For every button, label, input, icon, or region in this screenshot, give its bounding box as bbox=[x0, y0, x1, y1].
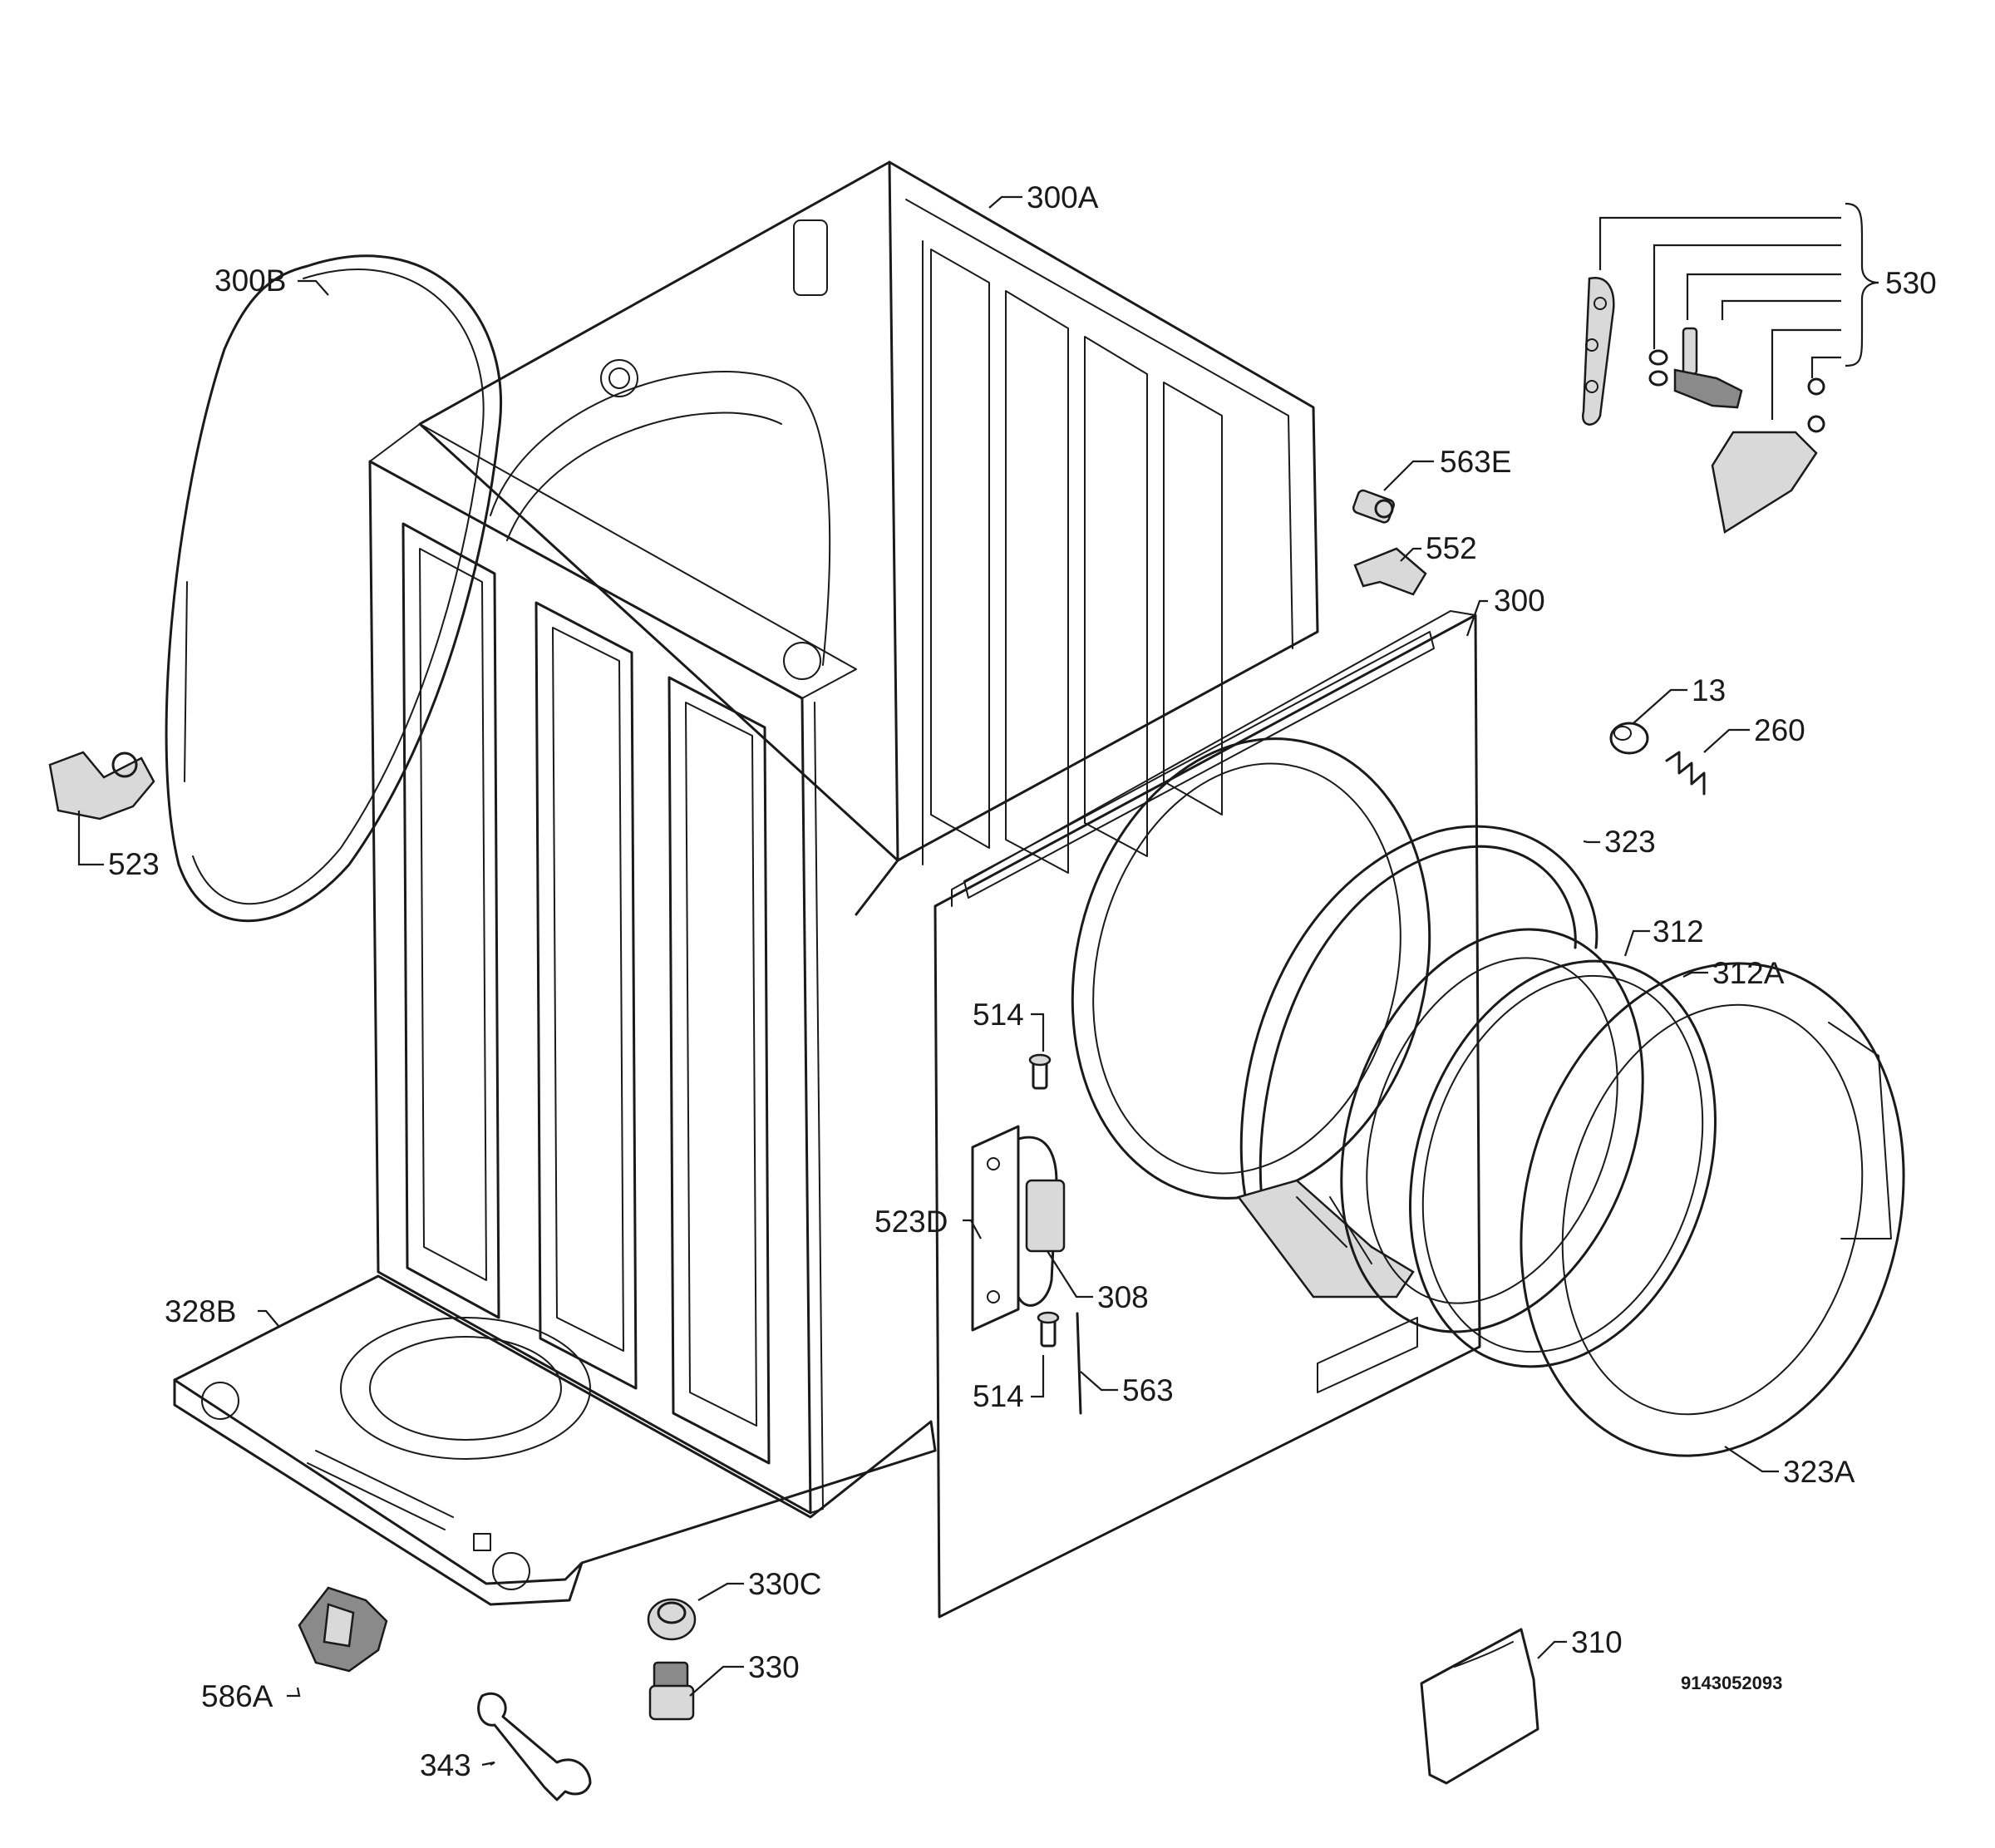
part-586A bbox=[298, 1586, 388, 1673]
front-panel-300 bbox=[933, 610, 1481, 1619]
label-563: 563 bbox=[1122, 1373, 1174, 1407]
label-330C: 330C bbox=[748, 1567, 821, 1601]
document-number: 9143052093 bbox=[1681, 1673, 1782, 1693]
label-330: 330 bbox=[748, 1650, 800, 1684]
nut-330C bbox=[647, 1598, 697, 1641]
rear-seal-300B bbox=[165, 254, 503, 922]
label-586A: 586A bbox=[201, 1679, 273, 1713]
label-563E: 563E bbox=[1440, 445, 1511, 479]
label-310: 310 bbox=[1571, 1625, 1623, 1659]
label-308: 308 bbox=[1097, 1280, 1149, 1314]
hinge-kit-530 bbox=[1581, 202, 1879, 535]
label-552: 552 bbox=[1426, 531, 1477, 565]
bracket-552 bbox=[1353, 547, 1427, 596]
foot-330 bbox=[648, 1661, 695, 1721]
label-300: 300 bbox=[1494, 584, 1545, 618]
base-tray-328B bbox=[173, 1274, 937, 1606]
label-343: 343 bbox=[420, 1748, 471, 1782]
label-328B: 328B bbox=[165, 1294, 236, 1328]
hinge-523D bbox=[971, 1125, 1020, 1332]
label-514-lower: 514 bbox=[973, 1379, 1024, 1413]
door-inner-frame-323 bbox=[1236, 825, 1598, 1299]
wrench-343 bbox=[477, 1692, 592, 1801]
part-labels: 300A 300B 530 563E 552 300 13 260 523 32… bbox=[108, 180, 1937, 1782]
label-323A: 323A bbox=[1783, 1455, 1855, 1489]
door-outer-ring-323A bbox=[1520, 962, 1905, 1457]
flap-310 bbox=[1420, 1628, 1539, 1785]
label-323: 323 bbox=[1604, 825, 1656, 859]
label-300B: 300B bbox=[214, 264, 286, 298]
screw-514-lower bbox=[1037, 1311, 1060, 1348]
label-523: 523 bbox=[108, 847, 160, 881]
clamp-523 bbox=[48, 751, 155, 821]
label-260: 260 bbox=[1754, 713, 1805, 747]
screw-514-upper bbox=[1028, 1053, 1052, 1090]
leader-lines bbox=[77, 195, 1779, 1767]
label-514-upper: 514 bbox=[973, 998, 1024, 1032]
label-13: 13 bbox=[1692, 673, 1726, 707]
door-seal-312A bbox=[1409, 959, 1717, 1368]
bushing-13 bbox=[1609, 722, 1649, 755]
label-523D: 523D bbox=[874, 1205, 948, 1239]
side-panel bbox=[368, 423, 857, 1515]
pin-563 bbox=[1076, 1312, 1082, 1415]
label-300A: 300A bbox=[1027, 180, 1099, 214]
label-312A: 312A bbox=[1712, 956, 1785, 990]
sensor-563E bbox=[1352, 489, 1395, 524]
spring-260 bbox=[1665, 751, 1706, 796]
cabinet-frame-300A bbox=[418, 160, 1319, 916]
door-latch-308 bbox=[1017, 1136, 1066, 1307]
label-312: 312 bbox=[1653, 914, 1704, 949]
label-530: 530 bbox=[1885, 266, 1937, 300]
